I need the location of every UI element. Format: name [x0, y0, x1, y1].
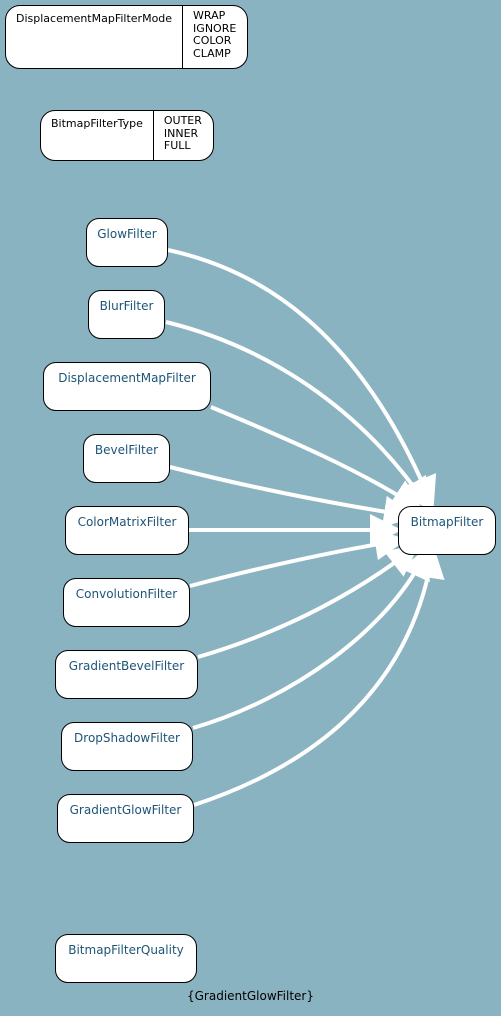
node-bevelfilter[interactable]: BevelFilter: [83, 434, 170, 483]
edge-convolutionfilter: [189, 528, 407, 588]
enum-value: COLOR: [193, 34, 232, 47]
edge-gradientglowfilter: [193, 546, 445, 807]
enum-value: CLAMP: [193, 46, 231, 60]
node-bitmapfilterquality[interactable]: BitmapFilterQuality: [55, 934, 197, 983]
edge-dropshadowfilter: [192, 546, 430, 730]
enum-value: INNER: [163, 126, 199, 140]
enum-displacementmapfiltermode[interactable]: DisplacementMapFilterMode WRAP IGNORE CO…: [5, 5, 248, 69]
edge-gradientbevelfilter: [197, 544, 420, 659]
node-convolutionfilter[interactable]: ConvolutionFilter: [63, 578, 190, 627]
node-gradientglowfilter[interactable]: GradientGlowFilter: [57, 794, 194, 843]
enum-values: OUTER INNER FULL: [154, 111, 212, 160]
node-blurfilter[interactable]: BlurFilter: [88, 290, 165, 339]
diagram-caption: {GradientGlowFilter}: [186, 989, 314, 1003]
edge-glowfilter: [167, 248, 437, 509]
enum-value: IGNORE: [193, 21, 237, 35]
enum-value: OUTER: [163, 114, 202, 127]
node-gradientbevelfilter[interactable]: GradientBevelFilter: [55, 650, 198, 699]
edge-blurfilter: [165, 320, 431, 511]
node-bitmapfilter[interactable]: BitmapFilter: [398, 506, 496, 555]
node-glowfilter[interactable]: GlowFilter: [86, 218, 168, 267]
node-displacementmapfilter[interactable]: DisplacementMapFilter: [43, 362, 211, 411]
enum-name: BitmapFilterType: [41, 111, 154, 160]
enum-value: WRAP: [193, 9, 226, 22]
enum-value: FULL: [163, 139, 191, 152]
edge-displacementmapfilter: [210, 405, 424, 512]
node-colormatrixfilter[interactable]: ColorMatrixFilter: [65, 506, 189, 555]
edge-bevelfilter: [169, 465, 416, 528]
enum-name: DisplacementMapFilterMode: [6, 6, 184, 68]
enum-bitmapfiltertype[interactable]: BitmapFilterType OUTER INNER FULL: [40, 110, 214, 161]
node-dropshadowfilter[interactable]: DropShadowFilter: [61, 722, 193, 771]
enum-values: WRAP IGNORE COLOR CLAMP: [183, 6, 246, 68]
